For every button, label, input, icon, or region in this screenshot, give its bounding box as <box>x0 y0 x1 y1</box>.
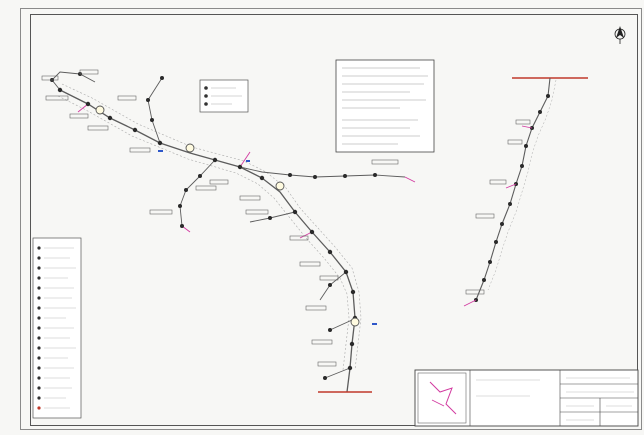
secondary-spurs <box>463 125 533 307</box>
north-arrow-icon <box>614 26 626 44</box>
main-route-line <box>59 89 356 393</box>
junction-rings <box>95 105 360 327</box>
sheet-outer-border <box>20 8 642 430</box>
title-block <box>414 369 639 427</box>
secondary-station-markers <box>474 94 550 302</box>
key-plan-route <box>429 381 457 415</box>
small-legend-panel <box>199 79 249 113</box>
accent-markers <box>158 150 377 325</box>
secondary-route-corridor <box>487 79 557 291</box>
general-notes-panel <box>335 59 435 153</box>
route-corridor <box>57 83 362 371</box>
secondary-callout-labels <box>465 119 531 295</box>
station-markers <box>50 72 377 380</box>
callout-labels <box>41 69 399 367</box>
symbol-legend <box>32 237 82 419</box>
sheet-inner-border <box>30 14 638 426</box>
